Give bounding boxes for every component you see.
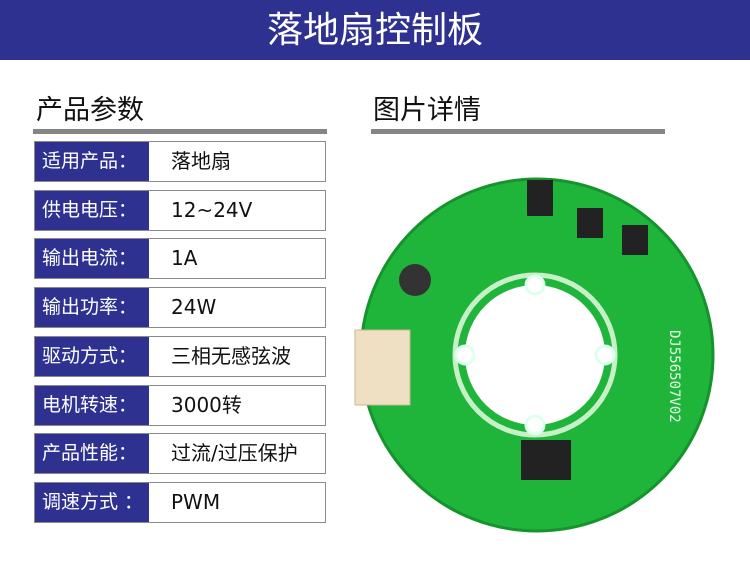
param-label: 电机转速： [35,385,149,425]
param-label: 输出功率： [35,288,149,328]
param-label: 驱动方式： [35,336,149,376]
param-row: 电机转速： 3000转 [34,384,326,426]
param-value: 落地扇 [171,149,231,173]
capacitor [399,264,431,296]
param-value: 三相无感弦波 [171,343,291,368]
details-heading: 图片详情 [373,95,481,126]
pcb-image: DJ556507V02 [354,177,715,533]
pcb-marking: DJ556507V02 [666,330,682,423]
param-label: 调速方式 ： [35,482,149,522]
param-value: 3000转 [171,392,242,417]
param-label: 输出电流： [35,239,149,279]
param-row: 适用产品： 落地扇 [34,141,326,182]
param-label: 供电电压： [35,190,149,230]
param-row: 供电电压： 12~24V [34,189,326,231]
param-row: 产品性能： 过流/过压保护 [34,433,326,475]
param-row: 调速方式 ： PWM [34,481,326,523]
param-value: PWM [171,489,221,514]
param-value: 24W [171,295,217,320]
param-row: 驱动方式： 三相无感弦波 [34,335,326,377]
param-value: 1A [171,246,198,271]
params-divider [33,129,327,134]
details-divider [371,129,665,134]
param-label: 适用产品： [35,142,149,181]
title-banner: 落地扇控制板 [0,0,750,60]
pcb-center-hole [465,285,605,425]
param-row: 输出电流： 1A [34,238,326,280]
param-label: 产品性能： [35,434,149,474]
param-value: 12~24V [171,197,253,222]
connector [354,329,411,406]
param-row: 输出功率： 24W [34,287,326,329]
chip [527,180,553,216]
params-heading: 产品参数 [36,95,144,126]
driver-ic [521,440,571,480]
param-value: 过流/过压保护 [171,441,298,466]
